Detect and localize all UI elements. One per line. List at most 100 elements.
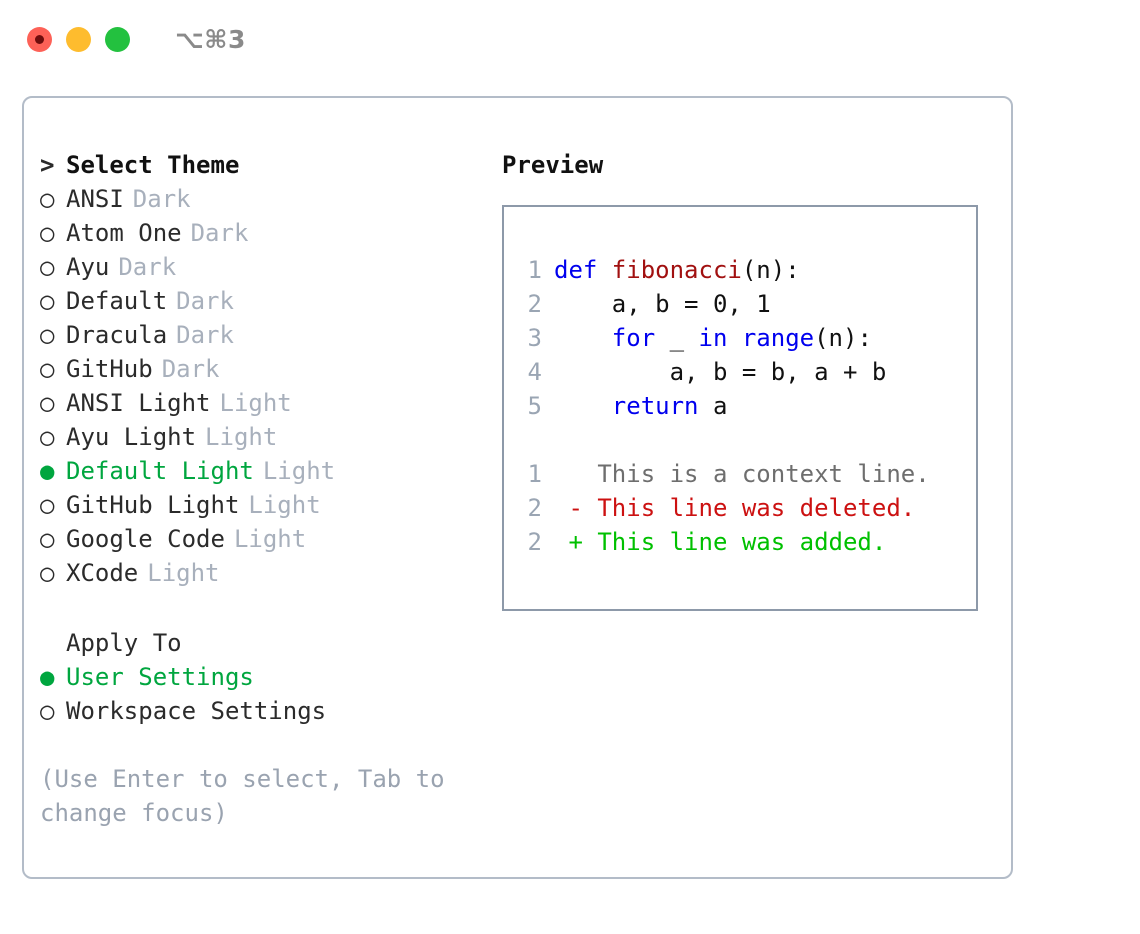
close-window-icon[interactable] [27,26,52,52]
theme-variant-label: Light [205,423,278,451]
theme-variant-label: Light [219,389,292,417]
theme-name-label: ANSI [66,185,124,213]
theme-variant-label: Dark [132,185,191,213]
theme-name-label: Ayu [66,253,110,281]
theme-name-label: Atom One [66,219,182,247]
theme-variant-label: Light [262,457,336,485]
line-number: 2 [527,494,542,522]
apply-to-label: User Settings [66,663,254,691]
radio-unselected-icon: ○ [40,219,55,247]
radio-unselected-icon: ○ [40,559,55,587]
preview-heading: Preview [502,151,604,179]
apply-to-heading-label: Apply To [66,629,182,657]
line-number: 3 [527,324,542,352]
code-line: 3 for _ in range(n): [516,321,930,355]
theme-list-item[interactable]: ○ GitHub Light Light [40,488,480,522]
theme-list-item[interactable]: ○ Dracula Dark [40,318,480,352]
theme-name-label: Google Code [66,525,225,553]
keyboard-shortcut-label: ⌥⌘3 [175,24,246,54]
apply-to-heading: Apply To [40,626,480,660]
theme-list-item[interactable]: ○ Ayu Light Light [40,420,480,454]
section-spacer [40,590,480,626]
theme-list-item[interactable]: ○ ANSI Dark [40,182,480,216]
line-number: 4 [527,358,542,386]
theme-name-label: Dracula [66,321,168,349]
diff-line-text: This is a context line. [554,460,930,488]
line-number: 1 [527,460,542,488]
radio-selected-icon: ● [40,663,55,691]
select-theme-heading-label: Select Theme [66,151,240,179]
code-token: for [611,324,670,352]
theme-name-label: GitHub Light [66,491,240,519]
maximize-window-icon[interactable] [105,26,130,52]
select-theme-heading: > Select Theme [40,148,480,182]
code-token: return [611,392,713,420]
theme-variant-label: Dark [161,355,220,383]
radio-unselected-icon: ○ [40,321,55,349]
radio-unselected-icon: ○ [40,355,55,383]
traffic-light-buttons [27,26,130,52]
theme-variant-label: Light [147,559,220,587]
diff-line: 2 + This line was added. [516,525,930,559]
code-line: 5 return a [516,389,930,423]
theme-variant-label: Light [248,491,321,519]
minimize-window-icon[interactable] [66,26,91,52]
theme-list-item[interactable]: ○ Atom One Dark [40,216,480,250]
code-token: a, b = 0, 1 [611,290,771,318]
radio-unselected-icon: ○ [40,253,55,281]
code-token: (n): [741,256,800,284]
code-token: fibonacci [611,256,742,284]
radio-unselected-icon: ○ [40,287,55,315]
diff-line: 2 - This line was deleted. [516,491,930,525]
window-titlebar: ⌥⌘3 [0,0,1140,78]
theme-list-item[interactable]: ○ XCode Light [40,556,480,590]
theme-name-label: XCode [66,559,139,587]
theme-name-label: Default [66,287,168,315]
radio-unselected-icon: ○ [40,389,55,417]
radio-selected-icon: ● [40,457,55,485]
radio-unselected-icon: ○ [40,423,55,451]
apply-to-item[interactable]: ● User Settings [40,660,480,694]
code-token: (n): [814,324,872,352]
diff-line: 1 This is a context line. [516,457,930,491]
radio-unselected-icon: ○ [40,491,55,519]
code-blank-line [516,423,930,457]
code-token: _ [669,324,699,352]
radio-unselected-icon: ○ [40,185,55,213]
code-token: range [741,324,815,352]
code-token: a, b = b, a + b [669,358,887,386]
line-number: 1 [527,256,542,284]
code-token: in [698,324,742,352]
line-number: 2 [527,528,542,556]
code-token: def [554,256,612,284]
theme-variant-label: Dark [190,219,249,247]
diff-line-text: + This line was added. [554,528,887,556]
theme-name-label: Ayu Light [66,423,197,451]
code-line: 1 def fibonacci(n): [516,253,930,287]
code-line: 4 a, b = b, a + b [516,355,930,389]
hint-spacer [40,728,480,762]
theme-variant-label: Dark [176,321,234,349]
diff-line-text: - This line was deleted. [554,494,916,522]
prompt-caret-icon: > [40,151,55,179]
diff-sample: 1 This is a context line.2 - This line w… [516,457,930,559]
keyboard-hint-text: (Use Enter to select, Tab to change focu… [40,765,445,827]
radio-unselected-icon: ○ [40,525,55,553]
apply-to-label: Workspace Settings [66,697,327,725]
apply-to-item[interactable]: ○Workspace Settings [40,694,480,728]
code-line: 2 a, b = 0, 1 [516,287,930,321]
apply-to-list: ● User Settings ○Workspace Settings [40,660,480,728]
